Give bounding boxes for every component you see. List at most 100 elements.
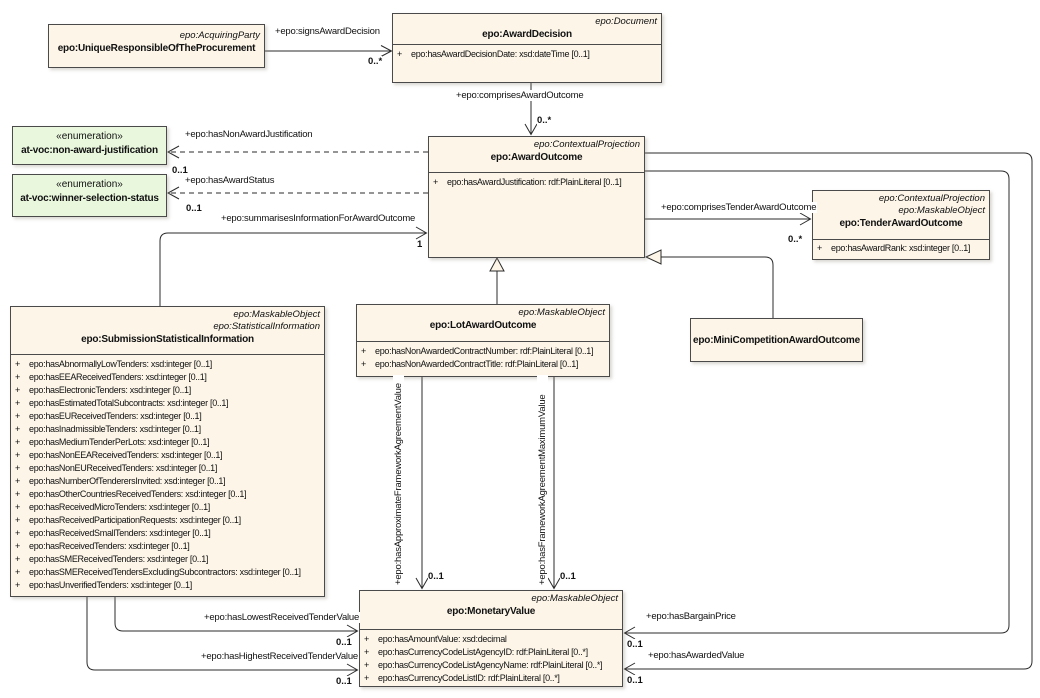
- stereotype: epo:AcquiringParty: [179, 30, 260, 41]
- attribute-row: +epo:hasNonEEAReceivedTenders: xsd:integ…: [15, 450, 223, 460]
- attribute-row: +epo:hasAwardRank: xsd:integer [0..1]: [817, 243, 971, 253]
- attribute-compartment: +epo:hasAwardRank: xsd:integer [0..1]: [813, 239, 989, 261]
- edge-label-comprises-award-outcome: +epo:comprisesAwardOutcome: [455, 90, 585, 101]
- multiplicity-summarises-information: 1: [417, 239, 423, 250]
- stereotype-list: epo:Document: [397, 16, 657, 28]
- association-summarises-information[interactable]: [159, 226, 428, 306]
- attribute-row: +epo:hasReceivedTenders: xsd:integer [0.…: [15, 541, 190, 551]
- enumeration-stereotype: «enumeration»: [56, 179, 123, 190]
- attribute-row: +epo:hasSMEReceivedTendersExcludingSubco…: [15, 567, 301, 577]
- multiplicity-has-bargain-price: 0..1: [627, 639, 643, 650]
- attribute-row: +epo:hasCurrencyCodeListAgencyName: rdf:…: [364, 660, 603, 670]
- attribute-row: +epo:hasNonAwardedContractTitle: rdf:Pla…: [361, 359, 579, 369]
- attribute-row: +epo:hasEstimatedTotalSubcontracts: xsd:…: [15, 398, 229, 408]
- stereotype-list: epo:MaskableObject: [361, 307, 605, 319]
- class-award-decision[interactable]: epo:Document epo:AwardDecision +epo:hasA…: [392, 13, 662, 83]
- association-has-framework-agreement-maximum-value[interactable]: [547, 377, 561, 590]
- attribute-row: +epo:hasAwardJustification: rdf:PlainLit…: [433, 177, 622, 187]
- edge-label-has-approximate-framework-agreement-value: +epo:hasApproximateFrameworkAgreementVal…: [393, 375, 404, 585]
- attribute-row: +epo:hasElectronicTenders: xsd:integer […: [15, 385, 191, 395]
- class-name: epo:LotAwardOutcome: [429, 320, 537, 331]
- multiplicity-has-framework-agreement-maximum-value: 0..1: [560, 571, 576, 582]
- association-has-bargain-price[interactable]: [623, 170, 1010, 640]
- dependency-has-award-status[interactable]: [166, 186, 428, 200]
- edge-label-has-highest-received-tender-value: +epo:hasHighestReceivedTenderValue: [200, 651, 360, 662]
- association-has-approximate-framework-agreement-value[interactable]: [415, 377, 429, 590]
- attribute-row: +epo:hasMediumTenderPerLots: xsd:integer…: [15, 437, 210, 447]
- attribute-row: +epo:hasEEAReceivedTenders: xsd:integer …: [15, 372, 207, 382]
- multiplicity-comprises-tender-award-outcome: 0..*: [788, 234, 803, 245]
- stereotype: epo:MaskableObject: [898, 205, 985, 216]
- generalization-lot-award-outcome[interactable]: [489, 256, 505, 304]
- enum-non-award-justification[interactable]: «enumeration» at-voc:non-award-justifica…: [12, 126, 167, 165]
- generalization-mini-competition-award-outcome[interactable]: [644, 249, 774, 318]
- class-name: epo:MonetaryValue: [446, 606, 536, 617]
- class-unique-responsible-of-the-procurement[interactable]: epo:AcquiringParty epo:UniqueResponsible…: [48, 24, 265, 68]
- association-has-lowest-received-tender-value[interactable]: [114, 597, 359, 638]
- stereotype: epo:MaskableObject: [518, 307, 605, 318]
- attribute-row: +epo:hasInadmissibleTenders: xsd:integer…: [15, 424, 201, 434]
- attribute-compartment: +epo:hasNonAwardedContractNumber: rdf:Pl…: [357, 341, 609, 378]
- multiplicity-has-highest-received-tender-value: 0..1: [336, 676, 352, 687]
- class-name: epo:UniqueResponsibleOfTheProcurement: [57, 43, 256, 54]
- attribute-row: +epo:hasOtherCountriesReceivedTenders: x…: [15, 489, 247, 499]
- edge-label-has-awarded-value: +epo:hasAwardedValue: [647, 650, 746, 661]
- edge-label-has-bargain-price: +epo:hasBargainPrice: [645, 611, 737, 622]
- stereotype: epo:ContextualProjection: [533, 139, 640, 150]
- multiplicity-has-lowest-received-tender-value: 0..1: [336, 637, 352, 648]
- edge-label-signs-award-decision: +epo:signsAwardDecision: [274, 26, 381, 37]
- dependency-has-non-award-justification[interactable]: [166, 145, 428, 159]
- stereotype: epo:MaskableObject: [531, 593, 618, 604]
- attribute-compartment: +epo:hasAwardJustification: rdf:PlainLit…: [429, 172, 644, 259]
- class-name: epo:AwardDecision: [482, 29, 572, 40]
- edge-label-summarises-information: +epo:summarisesInformationForAwardOutcom…: [220, 213, 417, 224]
- class-mini-competition-award-outcome[interactable]: epo:MiniCompetitionAwardOutcome: [690, 318, 863, 362]
- stereotype: epo:MaskableObject: [233, 309, 320, 320]
- class-lot-award-outcome[interactable]: epo:MaskableObject epo:LotAwardOutcome +…: [356, 304, 610, 377]
- class-name: epo:SubmissionStatisticalInformation: [81, 334, 254, 345]
- attribute-row: +epo:hasAbnormallyLowTenders: xsd:intege…: [15, 359, 213, 369]
- edge-label-has-framework-agreement-maximum-value: +epo:hasFrameworkAgreementMaximumValue: [537, 375, 548, 585]
- class-name: epo:MiniCompetitionAwardOutcome: [693, 334, 860, 346]
- attribute-row: +epo:hasReceivedMicroTenders: xsd:intege…: [15, 502, 211, 512]
- class-name: epo:TenderAwardOutcome: [839, 218, 963, 229]
- attribute-row: +epo:hasNumberOfTenderersInvited: xsd:in…: [15, 476, 226, 486]
- edge-label-has-award-status: +epo:hasAwardStatus: [184, 175, 276, 186]
- edge-label-has-non-award-justification: +epo:hasNonAwardJustification: [184, 129, 314, 140]
- attribute-row: +epo:hasSMEReceivedTenders: xsd:integer …: [15, 554, 209, 564]
- stereotype-list: epo:AcquiringParty: [53, 30, 260, 42]
- edge-label-has-lowest-received-tender-value: +epo:hasLowestReceivedTenderValue: [203, 612, 361, 623]
- attribute-row: +epo:hasReceivedParticipationRequests: x…: [15, 515, 241, 525]
- class-award-outcome[interactable]: epo:ContextualProjection epo:AwardOutcom…: [428, 136, 645, 258]
- multiplicity-has-approximate-framework-agreement-value: 0..1: [428, 571, 444, 582]
- enum-winner-selection-status[interactable]: «enumeration» at-voc:winner-selection-st…: [12, 174, 167, 217]
- attribute-row: +epo:hasEUReceivedTenders: xsd:integer […: [15, 411, 202, 421]
- attribute-compartment: +epo:hasAwardDecisionDate: xsd:dateTime …: [393, 44, 661, 84]
- attribute-row: +epo:hasNonEUReceivedTenders: xsd:intege…: [15, 463, 218, 473]
- association-has-awarded-value[interactable]: [623, 152, 1033, 676]
- attribute-row: +epo:hasCurrencyCodeListID: rdf:PlainLit…: [364, 673, 560, 683]
- attribute-row: +epo:hasAmountValue: xsd:decimal: [364, 634, 507, 644]
- stereotype-list: epo:MaskableObject: [364, 593, 618, 605]
- multiplicity-has-non-award-justification: 0..1: [172, 165, 188, 176]
- association-comprises-tender-award-outcome[interactable]: [645, 212, 812, 226]
- class-name: epo:AwardOutcome: [490, 152, 583, 163]
- enumeration-stereotype: «enumeration»: [56, 131, 123, 142]
- attribute-compartment: +epo:hasAbnormallyLowTenders: xsd:intege…: [11, 354, 324, 598]
- enumeration-name: at-voc:non-award-justification: [21, 145, 158, 156]
- stereotype-list: epo:ContextualProjection: [433, 139, 640, 151]
- stereotype: epo:ContextualProjection: [878, 193, 985, 204]
- association-has-highest-received-tender-value[interactable]: [86, 597, 359, 677]
- attribute-row: +epo:hasReceivedSmallTenders: xsd:intege…: [15, 528, 211, 538]
- stereotype: epo:Document: [595, 16, 657, 27]
- enumeration-name: at-voc:winner-selection-status: [20, 193, 159, 204]
- association-signs-award-decision[interactable]: [265, 45, 393, 57]
- class-monetary-value[interactable]: epo:MaskableObject epo:MonetaryValue +ep…: [359, 590, 623, 687]
- attribute-compartment: +epo:hasAmountValue: xsd:decimal +epo:has…: [360, 629, 622, 688]
